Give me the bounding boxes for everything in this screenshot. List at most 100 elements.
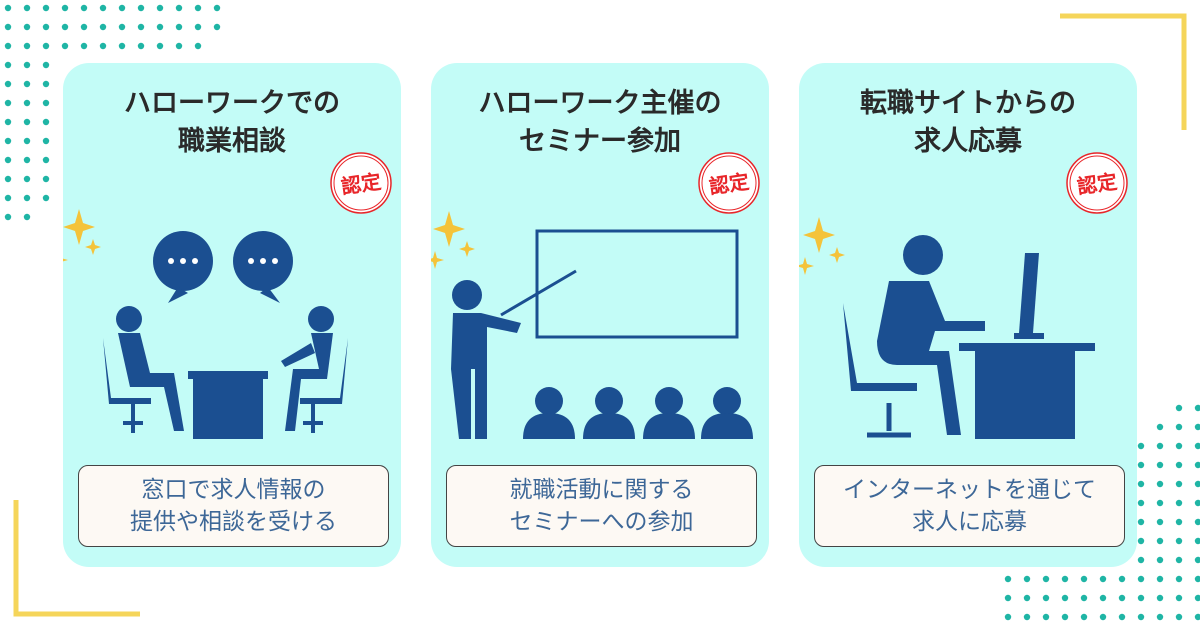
card-description: 就職活動に関する セミナーへの参加 bbox=[446, 465, 757, 547]
dot bbox=[61, 42, 69, 50]
dot bbox=[137, 42, 145, 50]
dot bbox=[23, 156, 31, 164]
dot bbox=[23, 99, 31, 107]
dot bbox=[1137, 594, 1145, 602]
dot bbox=[99, 4, 107, 12]
dot bbox=[1118, 594, 1126, 602]
dot bbox=[4, 61, 12, 69]
dot bbox=[1194, 556, 1200, 564]
dot bbox=[1137, 480, 1145, 488]
dot bbox=[1194, 518, 1200, 526]
dot bbox=[1175, 442, 1183, 450]
dot bbox=[1194, 480, 1200, 488]
dot bbox=[1194, 613, 1200, 621]
card-description: 窓口で求人情報の 提供や相談を受ける bbox=[78, 465, 389, 547]
dot bbox=[42, 61, 50, 69]
dot bbox=[1175, 518, 1183, 526]
dot bbox=[1137, 537, 1145, 545]
dot bbox=[1118, 575, 1126, 583]
dot bbox=[23, 194, 31, 202]
svg-text:認定: 認定 bbox=[340, 169, 383, 198]
dot-pattern-bottom-right bbox=[1004, 404, 1200, 621]
dot bbox=[42, 156, 50, 164]
dot bbox=[1118, 613, 1126, 621]
dot bbox=[1194, 594, 1200, 602]
dot bbox=[1042, 575, 1050, 583]
dot bbox=[137, 23, 145, 31]
svg-text:認定: 認定 bbox=[708, 169, 751, 198]
gold-corner-top-right bbox=[1060, 13, 1187, 130]
card-job-site: 転職サイトからの 求人応募 認定 インターネットを通じて 求人に応募 bbox=[799, 63, 1137, 567]
dot bbox=[156, 23, 164, 31]
dot bbox=[42, 4, 50, 12]
dot bbox=[1156, 461, 1164, 469]
dot bbox=[194, 42, 202, 50]
dot bbox=[23, 61, 31, 69]
dot bbox=[118, 42, 126, 50]
dot bbox=[80, 4, 88, 12]
dot bbox=[23, 137, 31, 145]
dot bbox=[1004, 613, 1012, 621]
card-title: 転職サイトからの 求人応募 bbox=[860, 88, 1076, 157]
dot bbox=[1004, 575, 1012, 583]
gold-corner-bottom-left bbox=[13, 500, 140, 617]
dot bbox=[1042, 613, 1050, 621]
dot bbox=[1042, 594, 1050, 602]
dot bbox=[1080, 594, 1088, 602]
dot bbox=[1080, 575, 1088, 583]
dot bbox=[118, 4, 126, 12]
dot bbox=[175, 4, 183, 12]
dot bbox=[1175, 594, 1183, 602]
dot bbox=[1194, 461, 1200, 469]
dot bbox=[42, 99, 50, 107]
card-seminar: ハローワーク主催の セミナー参加 認定 就職活動に関する セミナーへの参加 bbox=[431, 63, 769, 567]
dot bbox=[23, 175, 31, 183]
dot bbox=[194, 4, 202, 12]
dot bbox=[118, 23, 126, 31]
dot bbox=[137, 4, 145, 12]
dot bbox=[1175, 537, 1183, 545]
dot bbox=[1194, 499, 1200, 507]
dot bbox=[1137, 518, 1145, 526]
dot bbox=[1137, 556, 1145, 564]
sparkle-icon bbox=[799, 217, 845, 275]
dot bbox=[42, 118, 50, 126]
dot bbox=[156, 4, 164, 12]
dot bbox=[4, 118, 12, 126]
dot bbox=[1156, 613, 1164, 621]
card-description: インターネットを通じて 求人に応募 bbox=[814, 465, 1125, 547]
certified-stamp: 認定 bbox=[698, 152, 760, 214]
dot bbox=[23, 23, 31, 31]
dot bbox=[1023, 594, 1031, 602]
dot bbox=[1023, 613, 1031, 621]
dot bbox=[1194, 575, 1200, 583]
dot bbox=[4, 99, 12, 107]
dot bbox=[1194, 423, 1200, 431]
dot bbox=[1175, 423, 1183, 431]
dot bbox=[42, 23, 50, 31]
dot bbox=[42, 175, 50, 183]
dot-pattern-top-left bbox=[4, 4, 221, 221]
dot bbox=[1156, 556, 1164, 564]
dot bbox=[1004, 594, 1012, 602]
dot bbox=[1175, 575, 1183, 583]
dot bbox=[1175, 404, 1183, 412]
dot bbox=[42, 137, 50, 145]
dot bbox=[4, 137, 12, 145]
dot bbox=[1156, 594, 1164, 602]
dot bbox=[1175, 461, 1183, 469]
dot bbox=[23, 42, 31, 50]
dot bbox=[4, 80, 12, 88]
svg-text:認定: 認定 bbox=[1076, 169, 1119, 198]
dot bbox=[42, 42, 50, 50]
dot bbox=[1099, 613, 1107, 621]
dot bbox=[1175, 480, 1183, 488]
seminar-illustration bbox=[431, 211, 753, 439]
dot bbox=[175, 23, 183, 31]
dot bbox=[42, 80, 50, 88]
dot bbox=[1137, 613, 1145, 621]
card-job-consultation: ハローワークでの 職業相談 認定 窓口で求人情報の 提供や相談を受ける bbox=[63, 63, 401, 567]
dot bbox=[156, 42, 164, 50]
dot bbox=[23, 118, 31, 126]
dot bbox=[61, 23, 69, 31]
